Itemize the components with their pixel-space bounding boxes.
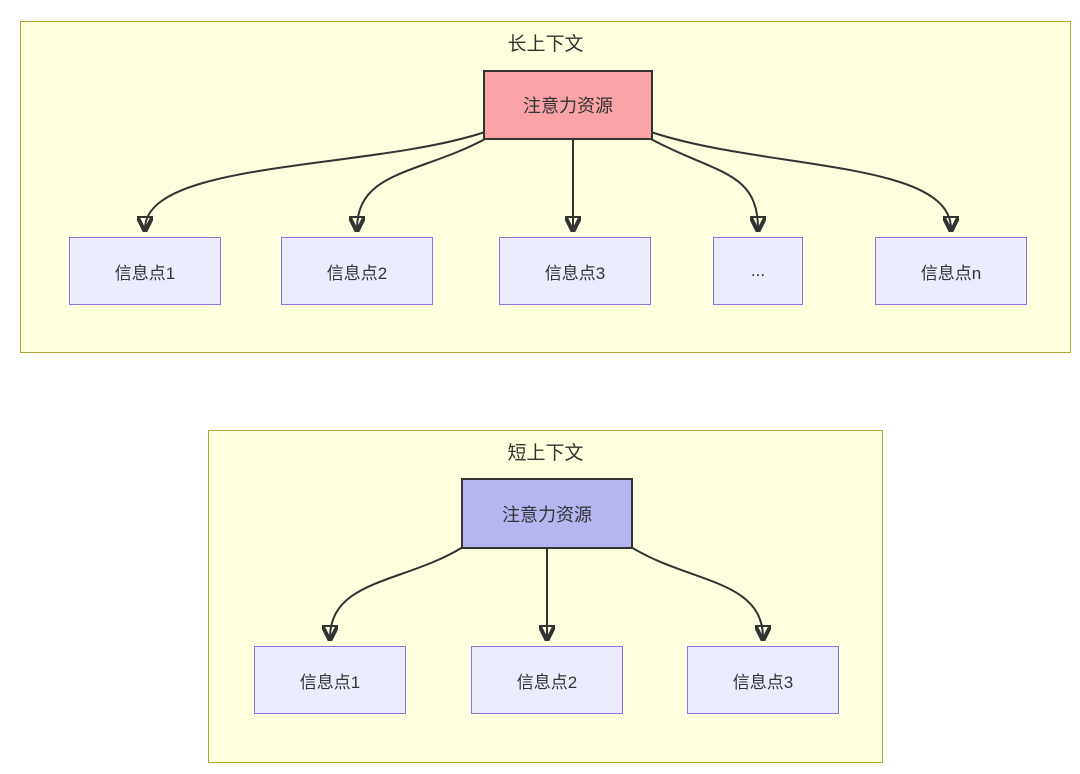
arrow-hub-to-node2 xyxy=(357,137,488,229)
attention-resource-node-long: 注意力资源 xyxy=(483,70,653,140)
arrow-hub-to-node-n xyxy=(650,131,951,229)
arrow-hub-to-node1 xyxy=(145,131,486,229)
info-node-n-long: 信息点n xyxy=(875,237,1027,305)
info-node-1-long: 信息点1 xyxy=(69,237,221,305)
long-context-container: 长上下文 注意力资源 信息点1 信息点2 信息点3 ... 信息点n xyxy=(20,21,1071,353)
info-node-3-long: 信息点3 xyxy=(499,237,651,305)
info-node-2-long: 信息点2 xyxy=(281,237,433,305)
short-context-connectors xyxy=(209,546,884,764)
long-context-title: 长上下文 xyxy=(507,34,584,55)
short-context-container: 短上下文 注意力资源 信息点1 信息点2 信息点3 xyxy=(208,430,883,763)
short-context-title: 短上下文 xyxy=(507,443,584,464)
arrow-hub-to-ellipsis xyxy=(648,137,758,229)
info-node-1-short: 信息点1 xyxy=(254,646,406,714)
arrow-hub-to-node3 xyxy=(630,546,763,638)
info-node-3-short: 信息点3 xyxy=(687,646,839,714)
info-node-ellipsis-long: ... xyxy=(713,237,803,305)
info-node-2-short: 信息点2 xyxy=(471,646,623,714)
attention-resource-node-short: 注意力资源 xyxy=(461,478,633,549)
arrow-hub-to-node1 xyxy=(330,546,464,638)
long-context-connectors xyxy=(21,131,1072,354)
